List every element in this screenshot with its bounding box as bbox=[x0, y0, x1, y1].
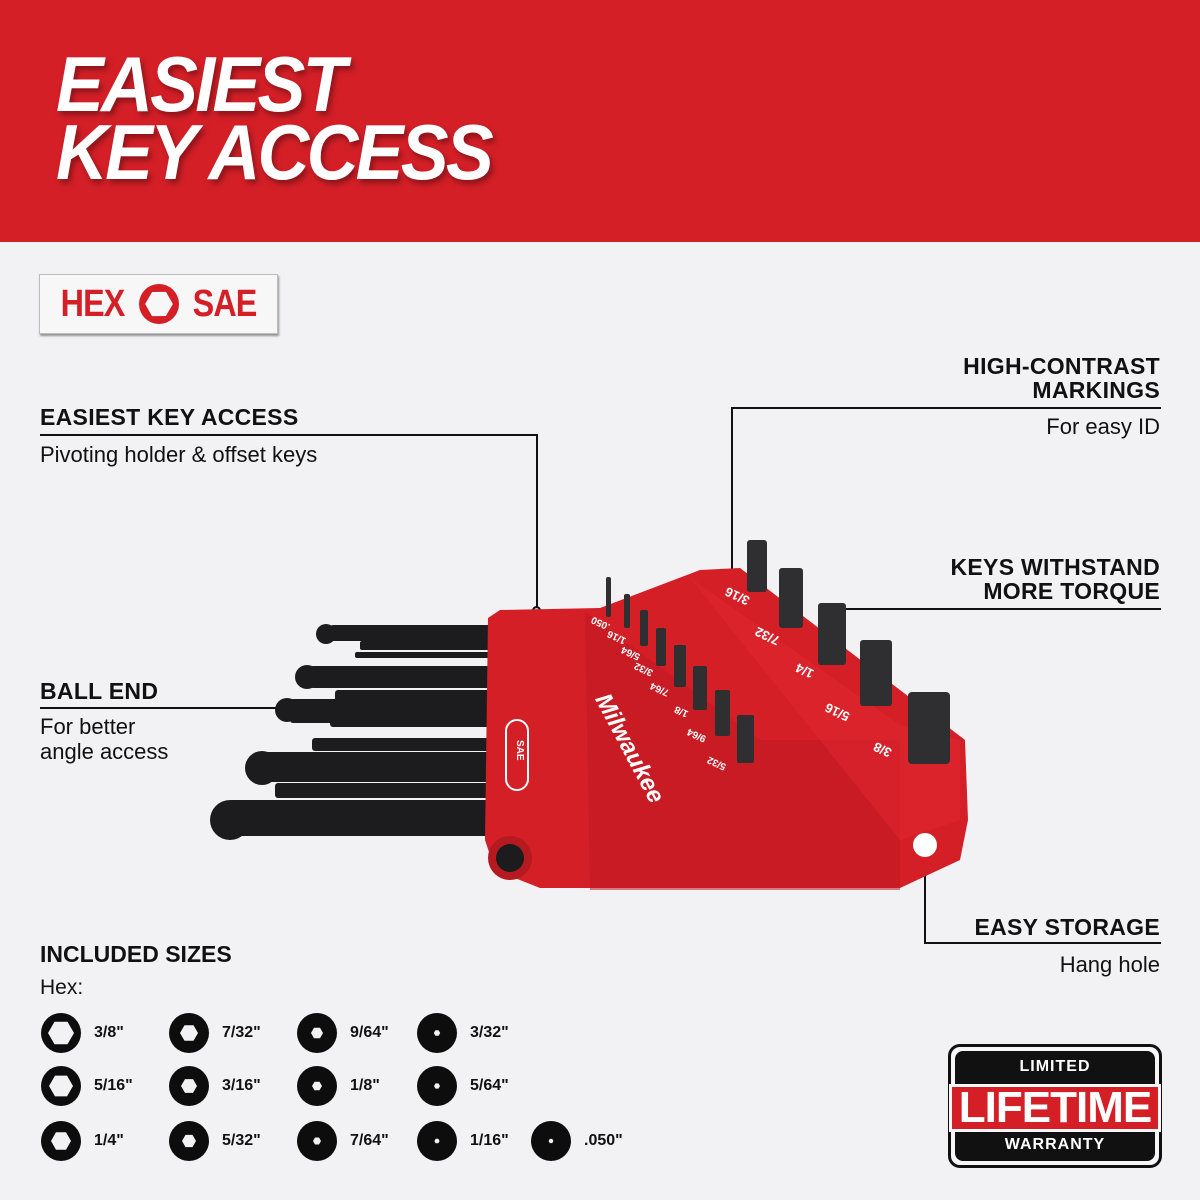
size-item: 1/4" bbox=[40, 1120, 124, 1162]
size-item: 1/16" bbox=[416, 1120, 509, 1162]
size-label: 1/4" bbox=[94, 1132, 124, 1149]
hex-socket-icon bbox=[169, 1066, 209, 1106]
hex-socket-icon bbox=[297, 1013, 337, 1053]
hex-socket-icon bbox=[417, 1066, 457, 1106]
callout-easiest-key-access-subtitle: Pivoting holder & offset keys bbox=[40, 442, 318, 467]
hexagon-icon bbox=[138, 284, 179, 324]
size-label: 5/64" bbox=[470, 1077, 509, 1094]
callout-line bbox=[40, 707, 287, 709]
hex-socket-icon bbox=[41, 1066, 81, 1106]
size-item: 3/16" bbox=[168, 1065, 261, 1107]
size-label: 1/8" bbox=[350, 1077, 380, 1094]
size-label: 5/32" bbox=[222, 1132, 261, 1149]
hex-socket-icon bbox=[531, 1121, 571, 1161]
ball-end-keys bbox=[210, 624, 500, 840]
callout-high-contrast-title: HIGH-CONTRAST MARKINGS bbox=[963, 354, 1160, 402]
subtitle-line: For better bbox=[40, 714, 136, 739]
badge-sae-text: SAE bbox=[192, 282, 257, 325]
size-label: 3/16" bbox=[222, 1077, 261, 1094]
size-item: 5/32" bbox=[168, 1120, 261, 1162]
hex-socket-icon bbox=[417, 1013, 457, 1053]
hex-socket-icon bbox=[297, 1066, 337, 1106]
callout-line bbox=[731, 407, 1161, 409]
size-label: 1/16" bbox=[470, 1132, 509, 1149]
size-item: 7/32" bbox=[168, 1012, 261, 1054]
hex-sae-badge: HEX SAE bbox=[39, 274, 278, 334]
callout-easiest-key-access-title: EASIEST KEY ACCESS bbox=[40, 404, 299, 430]
svg-text:3/8: 3/8 bbox=[871, 739, 894, 760]
included-sizes-title: INCLUDED SIZES bbox=[40, 941, 232, 967]
warranty-middle-text: LIFETIME bbox=[949, 1084, 1161, 1132]
hex-socket-icon bbox=[41, 1013, 81, 1053]
size-label: 5/16" bbox=[94, 1077, 133, 1094]
size-label: 7/64" bbox=[350, 1132, 389, 1149]
size-item: 7/64" bbox=[296, 1120, 389, 1162]
callout-line bbox=[924, 850, 926, 944]
size-item: .050" bbox=[530, 1120, 623, 1162]
callout-high-contrast-subtitle: For easy ID bbox=[1046, 414, 1160, 439]
svg-text:SAE: SAE bbox=[514, 740, 525, 761]
callout-line bbox=[840, 608, 1161, 610]
badge-hex-text: HEX bbox=[60, 282, 126, 325]
svg-text:1/4: 1/4 bbox=[793, 660, 816, 682]
callout-line bbox=[924, 942, 1161, 944]
size-item: 3/32" bbox=[416, 1012, 509, 1054]
hex-label: Hex: bbox=[40, 976, 84, 999]
hex-socket-icon bbox=[417, 1121, 457, 1161]
subtitle-line: angle access bbox=[40, 739, 169, 764]
callout-line bbox=[40, 434, 538, 436]
callout-easy-storage-subtitle: Hang hole bbox=[1059, 952, 1160, 977]
hex-socket-icon bbox=[41, 1121, 81, 1161]
title-line: HIGH-CONTRAST bbox=[963, 353, 1160, 379]
callout-easy-storage-title: EASY STORAGE bbox=[974, 914, 1160, 940]
size-item: 3/8" bbox=[40, 1012, 124, 1054]
key-holder: .050 1/16 5/64 3/32 7/64 1/8 9/64 5/32 3… bbox=[485, 540, 968, 890]
hex-socket-icon bbox=[169, 1121, 209, 1161]
page-title: EASIEST KEY ACCESS bbox=[56, 40, 494, 196]
title-line-1: EASIEST bbox=[56, 40, 346, 128]
title-line: MARKINGS bbox=[1032, 377, 1160, 403]
callout-ball-end-subtitle: For better angle access bbox=[40, 714, 168, 764]
hex-socket-icon bbox=[169, 1013, 209, 1053]
size-item: 9/64" bbox=[296, 1012, 389, 1054]
callout-line bbox=[731, 407, 733, 593]
hex-key-set-image: .050 1/16 5/64 3/32 7/64 1/8 9/64 5/32 3… bbox=[210, 540, 968, 890]
size-label: 3/32" bbox=[470, 1024, 509, 1041]
size-label: 7/32" bbox=[222, 1024, 261, 1041]
callout-torque-title: KEYS WITHSTAND MORE TORQUE bbox=[951, 555, 1161, 603]
size-item: 5/64" bbox=[416, 1065, 509, 1107]
size-label: .050" bbox=[584, 1132, 623, 1149]
title-line: KEYS WITHSTAND bbox=[950, 554, 1160, 580]
title-line-2: KEY ACCESS bbox=[56, 108, 494, 196]
callout-ball-end-title: BALL END bbox=[40, 678, 159, 704]
limited-lifetime-warranty-badge: LIMITED LIFETIME WARRANTY bbox=[948, 1044, 1162, 1168]
size-item: 1/8" bbox=[296, 1065, 380, 1107]
header-banner: EASIEST KEY ACCESS bbox=[0, 0, 1200, 242]
warranty-bottom-text: WARRANTY bbox=[1004, 1136, 1106, 1153]
svg-text:1/8: 1/8 bbox=[673, 703, 691, 719]
warranty-top-text: LIMITED bbox=[1019, 1058, 1091, 1075]
size-item: 5/16" bbox=[40, 1065, 133, 1107]
size-label: 9/64" bbox=[350, 1024, 389, 1041]
hex-socket-icon bbox=[297, 1121, 337, 1161]
size-label: 3/8" bbox=[94, 1024, 124, 1041]
title-line: MORE TORQUE bbox=[983, 578, 1160, 604]
callout-line bbox=[536, 434, 538, 610]
